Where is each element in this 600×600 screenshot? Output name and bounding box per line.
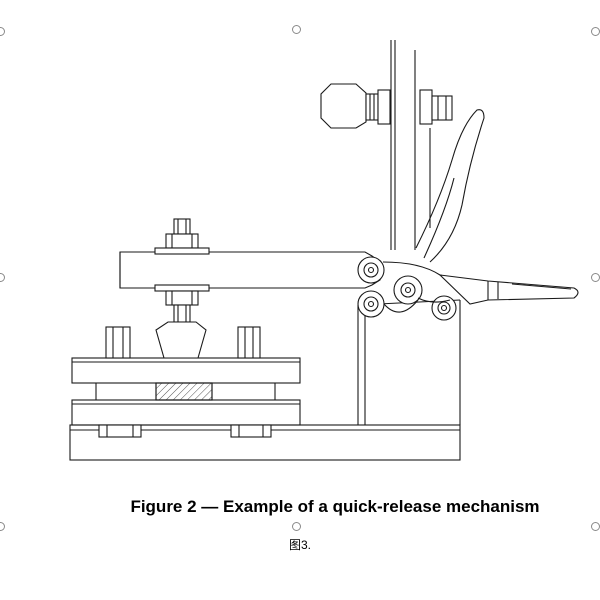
- release-handle-lowered: [438, 274, 579, 305]
- lower-fixture-plate: [71, 399, 301, 426]
- selection-handle-top-center[interactable]: [292, 25, 301, 34]
- spindle-bolt: [154, 218, 210, 323]
- pivot-pin-upper: [357, 256, 385, 284]
- selection-handle-top-left[interactable]: [0, 27, 5, 36]
- link-pin-right: [431, 295, 457, 321]
- pivot-pin-lower: [357, 290, 385, 318]
- dowel-pin-right: [237, 326, 261, 359]
- dowel-pin-left: [105, 326, 131, 359]
- clamp-arm: [119, 251, 381, 289]
- clamp-tip: [155, 321, 207, 359]
- selection-handle-middle-left[interactable]: [0, 273, 5, 282]
- base-bolt-right: [230, 424, 272, 438]
- selection-handle-bottom-center[interactable]: [292, 522, 301, 531]
- figure-caption: Figure 2 — Example of a quick-release me…: [130, 497, 540, 516]
- base-bolt-left: [98, 424, 142, 438]
- figure-subcaption: 图3.: [288, 538, 311, 552]
- selection-handle-bottom-left[interactable]: [0, 522, 5, 531]
- raised-clamp-head: [320, 40, 453, 250]
- specimen-block: [155, 382, 213, 401]
- link-pin-middle: [393, 275, 423, 305]
- release-handle-raised: [394, 40, 485, 263]
